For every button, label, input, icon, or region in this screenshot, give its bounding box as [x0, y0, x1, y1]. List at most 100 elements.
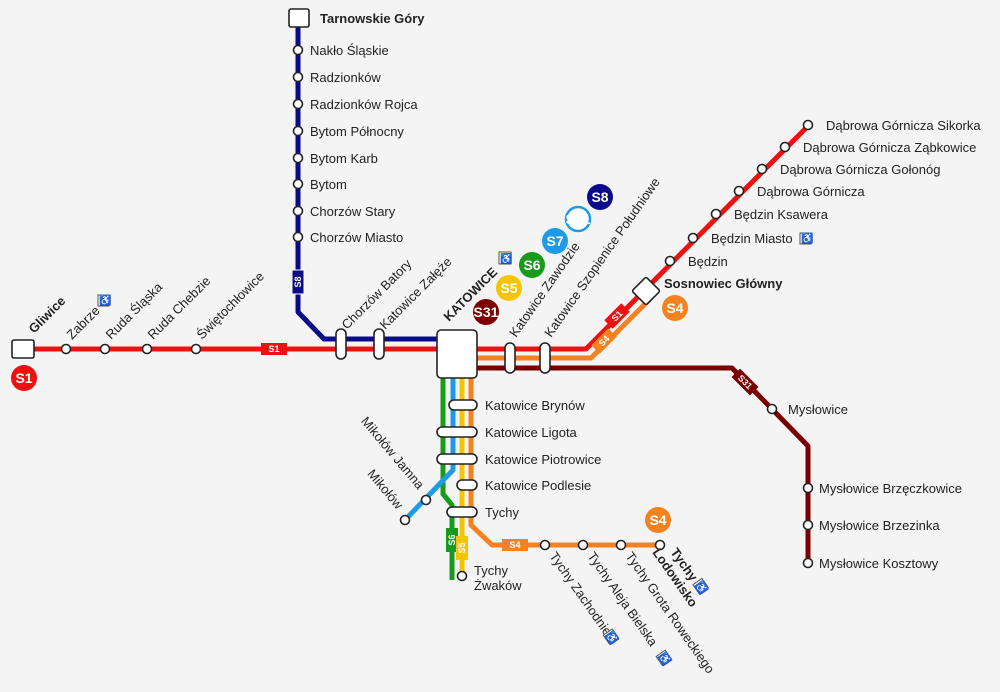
station-chorzo-w-miasto[interactable] — [292, 231, 304, 243]
katowice-za-e-z-e-label: Katowice Załęże — [377, 254, 455, 332]
station-da-browa-go-rnicza-za-bkowice[interactable] — [779, 141, 791, 153]
tychy-zwakow-label-2: Żwaków — [474, 578, 522, 593]
station-katowice-piotrowice[interactable] — [436, 453, 478, 465]
accessible-icon: ♿ — [498, 251, 512, 265]
station-be-dzin-miasto[interactable] — [687, 232, 699, 244]
katowice-bryno-w-label: Katowice Brynów — [485, 398, 585, 413]
svg-text:S8: S8 — [591, 189, 608, 205]
station-da-browa-go-rnicza[interactable] — [733, 185, 745, 197]
station-tychy[interactable] — [446, 506, 478, 518]
station-radzionko-w[interactable] — [292, 71, 304, 83]
station-mys-owice-brze-czkowice[interactable] — [802, 482, 814, 494]
svg-text:S7: S7 — [546, 233, 563, 249]
station-mys-owice[interactable] — [766, 403, 778, 415]
nak-o-s-la-skie-label: Nakło Śląskie — [310, 43, 389, 58]
line-tag-s4-east: S4 — [591, 328, 617, 354]
station-bytom[interactable] — [292, 178, 304, 190]
station-zabrze[interactable] — [60, 343, 72, 355]
da-browa-go-rnicza-label: Dąbrowa Górnicza — [757, 184, 865, 199]
line-tag-s1-east: S1 — [604, 303, 630, 329]
svg-text:S8: S8 — [293, 276, 303, 287]
station-katowice-bryno-w[interactable] — [448, 399, 478, 411]
line-badge-s1[interactable]: S1 — [11, 365, 37, 391]
line-badge-s4[interactable]: S4 — [662, 295, 688, 321]
station-katowice-za-e-z-e[interactable] — [373, 328, 385, 360]
svg-text:S1: S1 — [268, 344, 279, 354]
tarnowskie-gory-station[interactable] — [288, 8, 310, 28]
station-nak-o-s-la-skie[interactable] — [292, 44, 304, 56]
station-katowice-szopienice-po-udniowe[interactable] — [539, 342, 551, 374]
station-da-browa-go-rnicza-go-ono-g[interactable] — [756, 163, 768, 175]
line-badge-s4[interactable]: S4 — [645, 507, 671, 533]
station-tychy-lodowisko[interactable] — [654, 539, 666, 551]
station-tychy-zwakow[interactable] — [456, 570, 468, 582]
svg-text:S31: S31 — [474, 304, 499, 320]
line-badge-s8[interactable]: S8 — [587, 184, 613, 210]
sosnowiec-label: Sosnowiec Główny — [664, 276, 783, 291]
station-bytom-po-nocny[interactable] — [292, 125, 304, 137]
station-miko-o-w[interactable] — [399, 514, 411, 526]
line-badge-s7[interactable]: S7 — [542, 228, 568, 254]
katowice-podlesie-label: Katowice Podlesie — [485, 478, 591, 493]
accessible-icon: ♿ — [799, 232, 813, 245]
line-tag-s5: S5 — [456, 536, 468, 560]
line-badge-s6[interactable]: S6 — [519, 252, 545, 278]
station-tychy-grota-roweckiego[interactable] — [615, 539, 627, 551]
station-mys-owice-kosztowy[interactable] — [802, 557, 814, 569]
mys-owice-brzezinka-label: Mysłowice Brzezinka — [819, 518, 940, 533]
tarnowskie-gory-label: Tarnowskie Góry — [320, 11, 425, 26]
mys-owice-kosztowy-label: Mysłowice Kosztowy — [819, 556, 939, 571]
tychy-label: Tychy — [485, 505, 519, 520]
line-s4-south[interactable] — [468, 376, 660, 548]
gliwice-station[interactable] — [11, 339, 35, 359]
station-bytom-karb[interactable] — [292, 152, 304, 164]
svg-text:S6: S6 — [447, 534, 457, 545]
line-tag-s8: S8 — [291, 269, 305, 295]
zabrze-label: Zabrze — [64, 303, 103, 342]
katowice-hub-station[interactable] — [436, 329, 478, 379]
accessible-icon: ♿ — [97, 294, 111, 307]
station-chorzo-w-stary[interactable] — [292, 205, 304, 217]
sosnowiec-station[interactable] — [631, 276, 661, 306]
svg-text:♿: ♿ — [801, 232, 813, 245]
svg-text:S6: S6 — [523, 257, 540, 273]
svg-text:S5: S5 — [500, 280, 517, 296]
station-katowice-podlesie[interactable] — [456, 479, 478, 491]
da-browa-go-rnicza-za-bkowice-label: Dąbrowa Górnicza Ząbkowice — [803, 140, 976, 155]
station-be-dzin-ksawera[interactable] — [710, 208, 722, 220]
katowice-ligota-label: Katowice Ligota — [485, 425, 578, 440]
svg-text:S4: S4 — [509, 540, 520, 550]
station-chorzo-w-batory[interactable] — [335, 328, 347, 360]
radzionko-w-rojca-label: Radzionków Rojca — [310, 97, 418, 112]
station-ruda-chebzie[interactable] — [141, 343, 153, 355]
svg-text:S5: S5 — [457, 542, 467, 553]
tychy-aleja-bielska-label: Tychy Aleja Bielska — [585, 549, 662, 649]
line-tag-s6: S6 — [446, 528, 458, 552]
line-badge-s71[interactable]: S71 — [564, 205, 592, 233]
svg-text:S71: S71 — [566, 211, 591, 227]
station-tychy-zachodnie[interactable] — [539, 539, 551, 551]
station-mys-owice-brzezinka[interactable] — [802, 519, 814, 531]
be-dzin-label: Będzin — [688, 254, 728, 269]
station-ruda-s-la-ska[interactable] — [99, 343, 111, 355]
station-tychy-aleja-bielska[interactable] — [577, 539, 589, 551]
station-radzionko-w-rojca[interactable] — [292, 98, 304, 110]
svg-text:S1: S1 — [15, 370, 32, 386]
station-be-dzin[interactable] — [664, 255, 676, 267]
station-s-wie-toch-owice[interactable] — [190, 343, 202, 355]
line-badge-s31[interactable]: S31 — [473, 299, 499, 325]
station-miko-o-w-jamna[interactable] — [420, 494, 432, 506]
svg-text:♿: ♿ — [99, 294, 111, 307]
chorzo-w-stary-label: Chorzów Stary — [310, 204, 396, 219]
line-badge-s5[interactable]: S5 — [496, 275, 522, 301]
chorzo-w-miasto-label: Chorzów Miasto — [310, 230, 403, 245]
svg-text:♿: ♿ — [656, 650, 674, 668]
svg-text:♿: ♿ — [500, 252, 512, 265]
katowice-piotrowice-label: Katowice Piotrowice — [485, 452, 601, 467]
station-da-browa-go-rnicza-sikorka[interactable] — [802, 119, 814, 131]
bytom-label: Bytom — [310, 177, 347, 192]
station-katowice-ligota[interactable] — [436, 426, 478, 438]
da-browa-go-rnicza-go-ono-g-label: Dąbrowa Górnicza Gołonóg — [780, 162, 940, 177]
station-katowice-zawodzie[interactable] — [504, 342, 516, 374]
